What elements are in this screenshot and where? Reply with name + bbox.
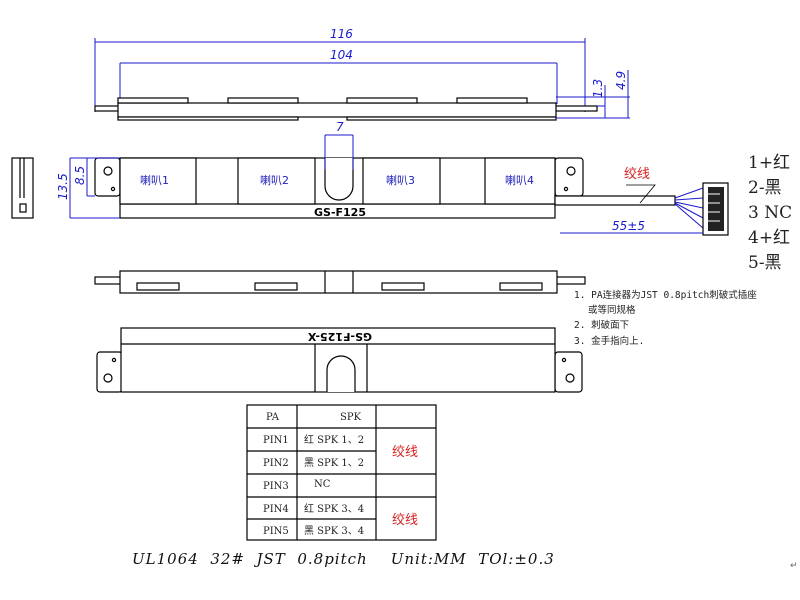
dim-thickness-total: 4.9 bbox=[614, 71, 628, 90]
pin-table: PA SPK PIN1 红 SPK 1、2 PIN2 黑 SPK 1、2 PIN… bbox=[246, 404, 437, 541]
pin-4-label: 4+红 bbox=[748, 228, 790, 248]
note-1: 1. PA连接器为JST 0.8pitch刺破式插座 bbox=[574, 289, 757, 301]
speaker-2-label: 喇叭2 bbox=[260, 173, 289, 187]
table-cell-spk: 红 SPK 3、4 bbox=[304, 502, 364, 515]
dim-thickness-small: 1.3 bbox=[591, 79, 605, 98]
dim-body-length: 104 bbox=[330, 48, 353, 62]
notes: 1. PA连接器为JST 0.8pitch刺破式插座 或等同规格 2. 刺破面下… bbox=[574, 289, 757, 347]
note-2: 2. 刺破面下 bbox=[574, 319, 629, 331]
dim-height-total: 13.5 bbox=[56, 173, 70, 200]
top-view: 116 104 1.3 4.9 bbox=[94, 27, 630, 121]
table-cell-pin: PIN2 bbox=[263, 458, 289, 469]
cable-twisted-label: 绞线 bbox=[624, 166, 650, 182]
edge-view bbox=[94, 270, 586, 294]
table-cell-pin: PIN3 bbox=[263, 481, 289, 492]
dim-cable-length: 55±5 bbox=[612, 219, 645, 233]
speaker-3-label: 喇叭3 bbox=[386, 173, 415, 187]
footer-spec: UL1064 32# JST 0.8pitch Unit:MM TOl:±0.3 bbox=[132, 550, 555, 568]
table-cell-pin: PIN5 bbox=[263, 526, 289, 537]
speaker-4-label: 喇叭4 bbox=[505, 173, 534, 187]
table-twisted-label-1: 绞线 bbox=[392, 444, 418, 460]
table-header-pa: PA bbox=[266, 412, 280, 423]
speaker-1-label: 喇叭1 bbox=[140, 173, 169, 187]
cable-assembly: 绞线 55±5 bbox=[554, 166, 729, 236]
note-1-cont: 或等同规格 bbox=[588, 304, 636, 316]
table-cell-pin: PIN4 bbox=[263, 504, 289, 515]
pin-2-label: 2-黑 bbox=[748, 178, 782, 198]
table-cell-spk: 红 SPK 1、2 bbox=[304, 433, 364, 446]
dim-overall-length: 116 bbox=[330, 27, 353, 41]
table-cell-pin: PIN1 bbox=[263, 435, 289, 446]
table-cell-spk: 黑 SPK 3、4 bbox=[304, 525, 364, 537]
part-number-back: GS-F125-X bbox=[307, 330, 372, 343]
table-twisted-label-2: 绞线 bbox=[392, 512, 418, 528]
table-cell-spk: NC bbox=[314, 479, 331, 490]
side-view bbox=[11, 157, 34, 219]
table-cell-spk: 黑 SPK 1、2 bbox=[304, 457, 364, 469]
dim-slot-width: 7 bbox=[336, 120, 344, 134]
pin-1-label: 1+红 bbox=[748, 153, 790, 173]
table-header-spk: SPK bbox=[340, 412, 362, 423]
front-view: 7 喇叭1 喇叭2 喇叭3 喇叭4 GS-F125 13.5 8.5 bbox=[56, 120, 584, 219]
note-3: 3. 金手指向上. bbox=[574, 335, 644, 347]
pin-list: 1+红 2-黑 3 NC 4+红 5-黑 bbox=[748, 153, 792, 273]
back-view: GS-F125-X bbox=[96, 327, 583, 393]
pin-3-label: 3 NC bbox=[748, 203, 792, 223]
dim-height-tab: 8.5 bbox=[73, 166, 87, 185]
part-number-front: GS-F125 bbox=[314, 206, 366, 219]
return-mark-icon: ↵ bbox=[790, 561, 798, 571]
pin-5-label: 5-黑 bbox=[748, 253, 782, 273]
